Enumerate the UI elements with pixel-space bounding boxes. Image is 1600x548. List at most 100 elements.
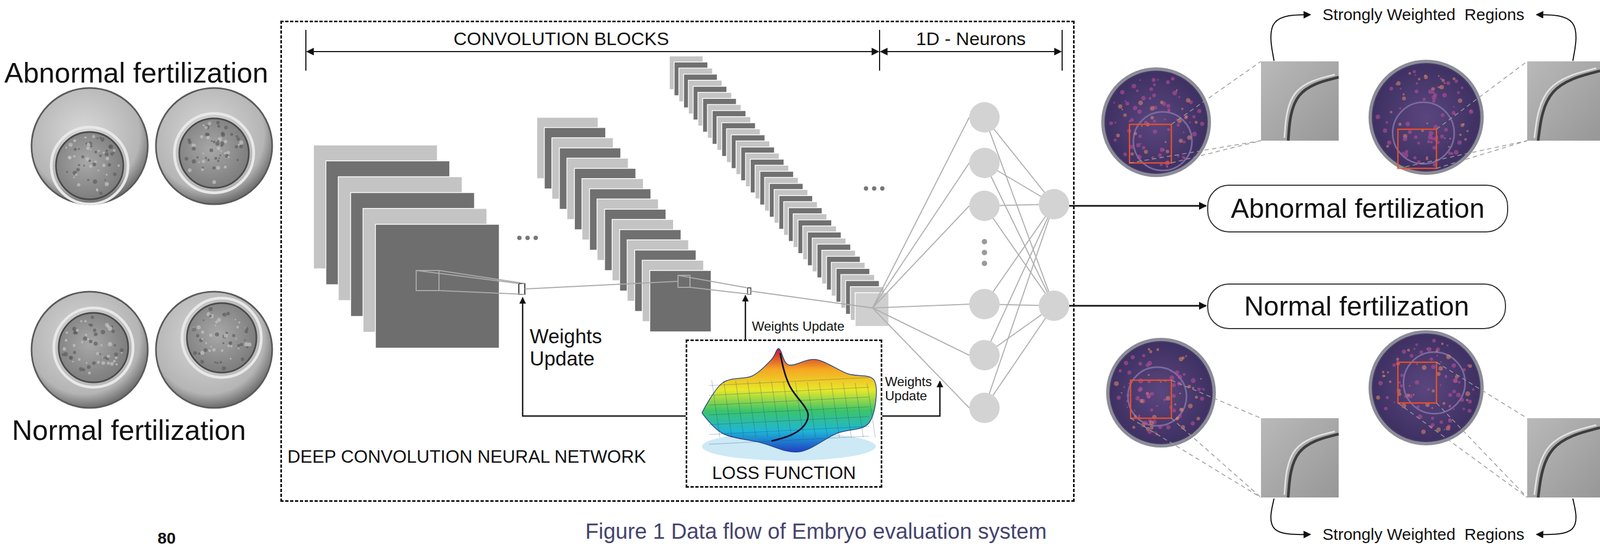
texture xyxy=(205,342,208,345)
texture xyxy=(212,180,217,185)
texture xyxy=(107,326,112,331)
texture xyxy=(65,146,68,149)
activation xyxy=(1444,375,1448,379)
activation xyxy=(1448,405,1452,409)
texture xyxy=(95,188,98,191)
ellipsis-dot xyxy=(981,249,988,256)
loss-box: LOSS FUNCTION xyxy=(685,339,883,488)
texture xyxy=(104,182,109,186)
dish xyxy=(155,291,273,409)
texture xyxy=(214,157,218,160)
activation xyxy=(1132,425,1136,430)
zoom-leader xyxy=(1397,140,1528,169)
output-arrow xyxy=(1069,305,1207,307)
texture xyxy=(209,314,212,318)
texture xyxy=(208,122,212,127)
weights-update-arrow xyxy=(522,297,686,417)
texture xyxy=(105,173,109,177)
kernel-output xyxy=(518,283,525,295)
region-arrow xyxy=(1270,14,1311,61)
activation xyxy=(1133,415,1137,418)
texture xyxy=(90,315,94,319)
surface-grid xyxy=(708,406,870,416)
surface-grid xyxy=(771,381,780,438)
texture xyxy=(218,157,221,160)
activation xyxy=(1402,96,1407,101)
texture xyxy=(72,327,77,331)
activation xyxy=(1156,78,1159,81)
zoom-inset xyxy=(1397,61,1600,169)
activation xyxy=(1435,347,1440,352)
surface-grid xyxy=(711,380,720,438)
texture xyxy=(224,126,229,130)
activation xyxy=(1431,389,1435,393)
texture xyxy=(235,337,237,340)
activation xyxy=(1426,122,1428,125)
activation xyxy=(1184,115,1188,118)
activation xyxy=(1182,140,1186,144)
texture xyxy=(237,143,241,146)
texture xyxy=(230,345,233,348)
texture xyxy=(88,159,91,162)
texture xyxy=(113,172,117,177)
activation xyxy=(1191,131,1197,137)
surface-grid xyxy=(735,380,744,438)
zoom-leader xyxy=(1436,362,1528,419)
focus-square xyxy=(1130,380,1172,419)
activation xyxy=(1399,88,1402,90)
activation xyxy=(1176,416,1180,420)
dense-layer xyxy=(872,102,1070,424)
region-arrow xyxy=(1536,14,1577,61)
surface-grid xyxy=(795,381,804,438)
activation xyxy=(1178,96,1181,99)
span-arrow xyxy=(306,51,879,53)
texture xyxy=(223,139,228,143)
texture xyxy=(78,147,80,150)
embryo-image xyxy=(31,291,148,409)
texture xyxy=(117,164,120,167)
activation xyxy=(1144,120,1148,124)
zoom-leader xyxy=(1171,140,1261,163)
activation xyxy=(1152,93,1157,98)
surface-grid xyxy=(708,436,870,445)
heatmap-image xyxy=(1102,68,1210,176)
region-label: Strongly Weighted Regions xyxy=(1322,5,1524,24)
span-tick xyxy=(879,29,881,71)
region-arrow xyxy=(1270,498,1311,535)
activation xyxy=(1416,405,1420,409)
activation xyxy=(1122,386,1126,389)
texture xyxy=(191,327,197,332)
texture xyxy=(212,166,216,170)
activation xyxy=(1408,385,1411,388)
activation xyxy=(1428,130,1434,136)
activation xyxy=(1120,392,1123,394)
texture xyxy=(215,332,219,337)
activation xyxy=(1170,371,1172,373)
texture xyxy=(106,354,110,359)
activation xyxy=(1407,348,1410,352)
activation xyxy=(1448,137,1451,140)
activation xyxy=(1149,350,1153,354)
activation xyxy=(1457,91,1460,94)
activation xyxy=(1438,74,1440,77)
activation xyxy=(1376,395,1380,400)
surface-grid xyxy=(867,383,876,438)
activation xyxy=(1159,147,1165,153)
activation xyxy=(1140,124,1143,127)
activation xyxy=(1122,113,1127,117)
activation xyxy=(1165,424,1171,430)
texture xyxy=(86,146,91,151)
activation xyxy=(1421,429,1426,435)
activation xyxy=(1444,137,1446,140)
activation xyxy=(1427,140,1430,143)
texture xyxy=(206,133,210,137)
embryo-outline xyxy=(1127,367,1187,426)
texture xyxy=(201,166,204,169)
feature-map-stack xyxy=(536,117,712,332)
texture xyxy=(208,306,213,311)
activation xyxy=(1441,78,1445,83)
activation xyxy=(1156,405,1159,408)
texture xyxy=(204,126,208,130)
activation xyxy=(1459,397,1464,402)
output-neuron xyxy=(1038,290,1070,322)
